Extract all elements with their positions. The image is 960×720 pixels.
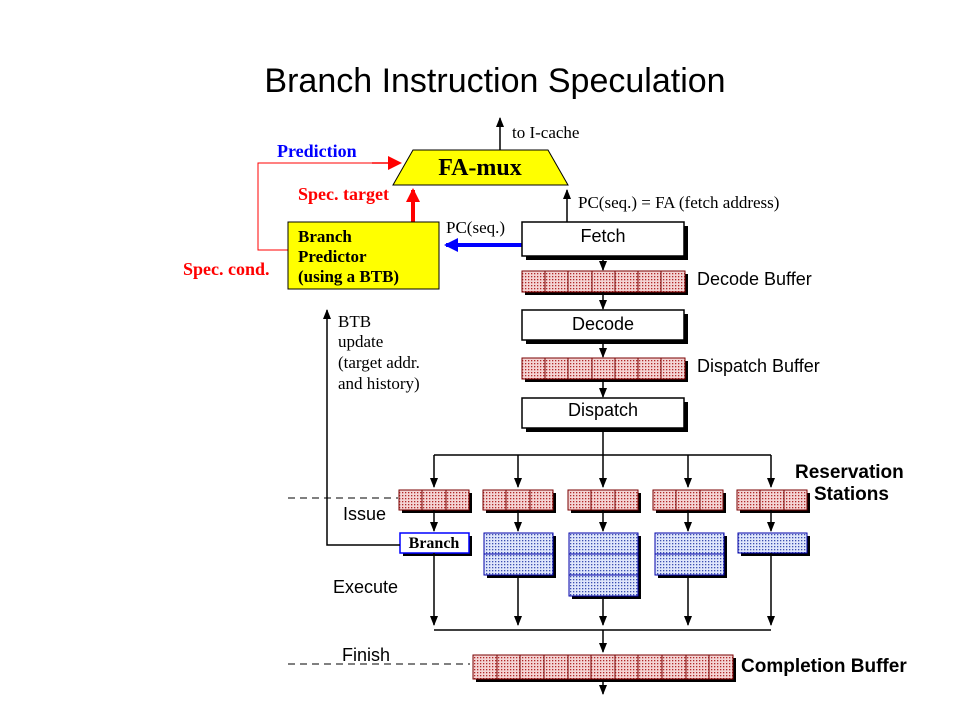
predictor-line-1: Branch bbox=[298, 227, 352, 246]
execute-label: Execute bbox=[333, 577, 398, 597]
decode-buffer bbox=[521, 270, 688, 295]
fa-mux-label: FA-mux bbox=[438, 155, 522, 181]
to-icache-label: to I-cache bbox=[512, 123, 579, 142]
predictor-line-2: Predictor bbox=[298, 247, 367, 266]
dispatch-buffer-label: Dispatch Buffer bbox=[697, 356, 820, 376]
dispatch-buffer bbox=[521, 357, 688, 382]
branch-unit-label: Branch bbox=[409, 535, 460, 552]
decode-box bbox=[521, 309, 685, 341]
spec-target-label: Spec. target bbox=[298, 184, 389, 204]
reservation-stations bbox=[398, 489, 810, 513]
btb-line-3: (target addr. bbox=[338, 353, 420, 372]
completion-buffer bbox=[472, 654, 736, 682]
execution-units bbox=[483, 532, 810, 599]
bus-drops bbox=[430, 455, 775, 488]
decode-buffer-label: Decode Buffer bbox=[697, 269, 812, 289]
btb-line-4: and history) bbox=[338, 374, 420, 393]
dispatch-box bbox=[521, 397, 685, 429]
predictor-line-3: (using a BTB) bbox=[298, 267, 399, 286]
fetch-box bbox=[521, 221, 685, 257]
pc-seq-label: PC(seq.) bbox=[446, 218, 505, 237]
slide-title: Branch Instruction Speculation bbox=[264, 62, 726, 100]
fa-mux bbox=[392, 149, 569, 186]
btb-line-1: BTB bbox=[338, 312, 371, 331]
issue-label: Issue bbox=[343, 504, 386, 524]
finish-arrows bbox=[430, 553, 775, 626]
decode-label: Decode bbox=[572, 314, 634, 334]
issue-arrows bbox=[430, 510, 775, 532]
reservation-label: Reservation bbox=[795, 462, 904, 483]
branch-predictor-box bbox=[287, 221, 440, 290]
btb-line-2: update bbox=[338, 332, 383, 351]
spec-cond-label: Spec. cond. bbox=[183, 259, 270, 279]
btb-update-path bbox=[323, 309, 400, 546]
completion-buffer-label: Completion Buffer bbox=[741, 656, 907, 677]
dispatch-label: Dispatch bbox=[568, 400, 638, 420]
pc-fa-label: PC(seq.) = FA (fetch address) bbox=[578, 193, 779, 212]
fetch-label: Fetch bbox=[580, 226, 625, 246]
prediction-label: Prediction bbox=[277, 141, 357, 161]
finish-label: Finish bbox=[342, 645, 390, 665]
stations-label: Stations bbox=[814, 484, 889, 505]
prediction-path bbox=[257, 162, 372, 251]
